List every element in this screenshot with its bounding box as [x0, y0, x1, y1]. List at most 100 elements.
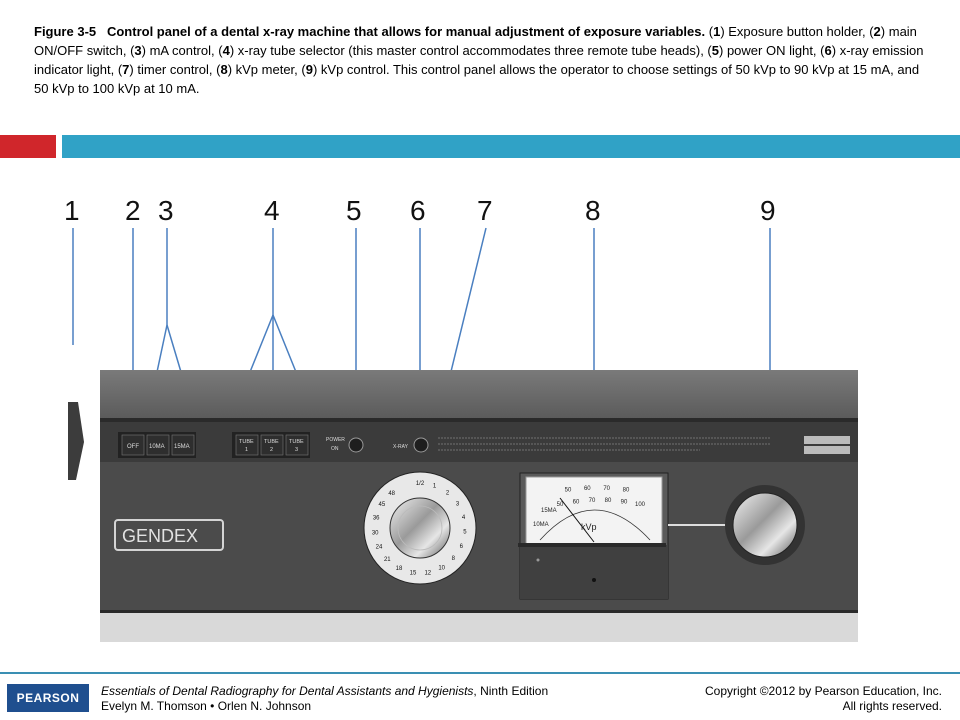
caption-item-text: Exposure button holder,: [728, 24, 866, 39]
caption-item-number: 2: [873, 24, 881, 39]
caption-item-number: 9: [305, 62, 313, 77]
meter-scale-label: 100: [635, 502, 646, 508]
callout-label-4: 4: [264, 195, 280, 226]
main-switch-group: OFF 10MA 15MA: [118, 432, 196, 458]
callout-label-8: 8: [585, 195, 601, 226]
timer-tick-label: 6: [460, 544, 464, 550]
tube-3-label-bottom: 3: [295, 447, 298, 453]
timer-tick-label: 21: [384, 557, 391, 563]
caption-item-text: kVp control.: [320, 62, 390, 77]
timer-tick-label: 5: [463, 530, 467, 536]
caption-item-number: 8: [220, 62, 228, 77]
figure-title: Control panel of a dental x-ray machine …: [106, 24, 706, 39]
15ma-switch-label: 15MA: [174, 444, 190, 450]
xray-emission-light: X-RAY: [393, 436, 850, 454]
caption-item-text: x-ray tube selector (this master control…: [237, 43, 704, 58]
timer-tick-label: 8: [452, 556, 456, 562]
caption-item-text: main ON/OFF switch,: [34, 24, 917, 58]
meter-scale-label: 70: [589, 498, 596, 504]
timer-tick-label: 48: [388, 491, 395, 497]
meter-scale-label: 80: [605, 498, 612, 504]
power-label-bottom: ON: [331, 446, 339, 452]
callout-label-2: 2: [125, 195, 141, 226]
book-edition: , Ninth Edition: [473, 684, 549, 698]
caption-item-number: 6: [824, 43, 832, 58]
caption-item-text: x-ray emission indicator light,: [34, 43, 924, 77]
footer-copyright: Copyright ©2012 by Pearson Education, In…: [705, 684, 942, 714]
callout-label-6: 6: [410, 195, 426, 226]
caption-items: (1) Exposure button holder, (2) main ON/…: [34, 24, 923, 77]
meter-scale-label: 50: [565, 487, 572, 493]
timer-tick-label: 36: [373, 516, 380, 522]
red-accent-bar: [0, 135, 56, 158]
caption-item-text: kVp meter,: [235, 62, 298, 77]
timer-tick-label: 2: [446, 490, 450, 496]
caption-item: (3) mA control,: [126, 43, 215, 58]
kvp-control-knob: [668, 485, 805, 565]
book-authors: Evelyn M. Thomson • Orlen N. Johnson: [101, 699, 312, 713]
caption-item: (9) kVp control.: [297, 62, 390, 77]
caption-item: (5) power ON light,: [703, 43, 817, 58]
timer-tick-label: 30: [372, 530, 379, 536]
callout-label-3: 3: [158, 195, 174, 226]
timer-tick-label: 24: [376, 545, 383, 551]
meter-scale-label: 60: [584, 486, 591, 492]
callout-label-7: 7: [477, 195, 493, 226]
callout-label-9: 9: [760, 195, 776, 226]
meter-scale-label: 50: [557, 502, 564, 508]
timer-tick-label: 3: [456, 501, 460, 507]
caption-item-text: mA control,: [149, 43, 215, 58]
footer-rule: [0, 672, 960, 674]
caption-item-number: 5: [711, 43, 719, 58]
caption-item: (4) x-ray tube selector (this master con…: [214, 43, 704, 58]
caption-item: (7) timer control,: [114, 62, 213, 77]
caption-item-number: 4: [222, 43, 230, 58]
timer-tick-label: 1/2: [416, 481, 425, 487]
power-label-top: POWER: [326, 437, 345, 443]
meter-10ma: 10MA: [533, 522, 549, 528]
meter-15ma: 15MA: [541, 508, 557, 514]
caption-item-text: timer control,: [137, 62, 213, 77]
10ma-switch-label: 10MA: [149, 444, 165, 450]
copyright-text: Copyright ©2012 by Pearson Education, In…: [705, 684, 942, 698]
timer-tick-label: 12: [424, 570, 431, 576]
tube-2-label-top: TUBE: [264, 439, 279, 445]
tube-1-label-bottom: 1: [245, 447, 248, 453]
callout-label-5: 5: [346, 195, 362, 226]
timer-tick-label: 10: [438, 565, 445, 571]
tube-3-label-top: TUBE: [289, 439, 304, 445]
timer-tick-label: 18: [396, 566, 403, 572]
pearson-logo: PEARSON: [7, 684, 89, 712]
tube-2-label-bottom: 2: [270, 447, 273, 453]
caption-item: (1) Exposure button holder,: [708, 24, 866, 39]
footer-book-info: Essentials of Dental Radiography for Den…: [101, 684, 548, 714]
figure-number: Figure 3-5: [34, 24, 97, 39]
meter-scale-label: 80: [623, 487, 630, 493]
callout-label-1: 1: [64, 195, 80, 226]
caption-item: (6) x-ray emission indicator light,: [34, 43, 924, 77]
meter-scale-label: 60: [573, 499, 580, 505]
meter-scale-label: 70: [603, 486, 610, 492]
book-title: Essentials of Dental Radiography for Den…: [101, 684, 474, 698]
timer-tick-label: 1: [433, 483, 437, 489]
figure-caption: Figure 3-5 Control panel of a dental x-r…: [34, 22, 934, 98]
caption-item-number: 1: [713, 24, 721, 39]
blue-accent-bar: [62, 135, 960, 158]
caption-item-text: power ON light,: [726, 43, 817, 58]
caption-item-number: 7: [122, 62, 130, 77]
timer-tick-label: 45: [379, 502, 386, 508]
caption-closing: This control panel allows the operator t…: [34, 62, 920, 96]
brand-text: GENDEX: [122, 526, 198, 546]
xray-label: X-RAY: [393, 444, 409, 450]
meter-scale-label: 90: [621, 499, 628, 505]
tube-selector-group: TUBE 1 TUBE 2 TUBE 3: [232, 432, 310, 458]
meter-unit: kVp: [581, 522, 597, 532]
control-panel-figure: 1 2 3 4 5 6 7 8 9: [64, 195, 858, 642]
brand-plate: GENDEX: [114, 519, 224, 551]
timer-tick-label: 15: [410, 571, 417, 577]
timer-tick-label: 4: [462, 515, 466, 521]
caption-item: (2) main ON/OFF switch,: [34, 24, 917, 58]
power-on-light: POWER ON: [326, 437, 364, 453]
